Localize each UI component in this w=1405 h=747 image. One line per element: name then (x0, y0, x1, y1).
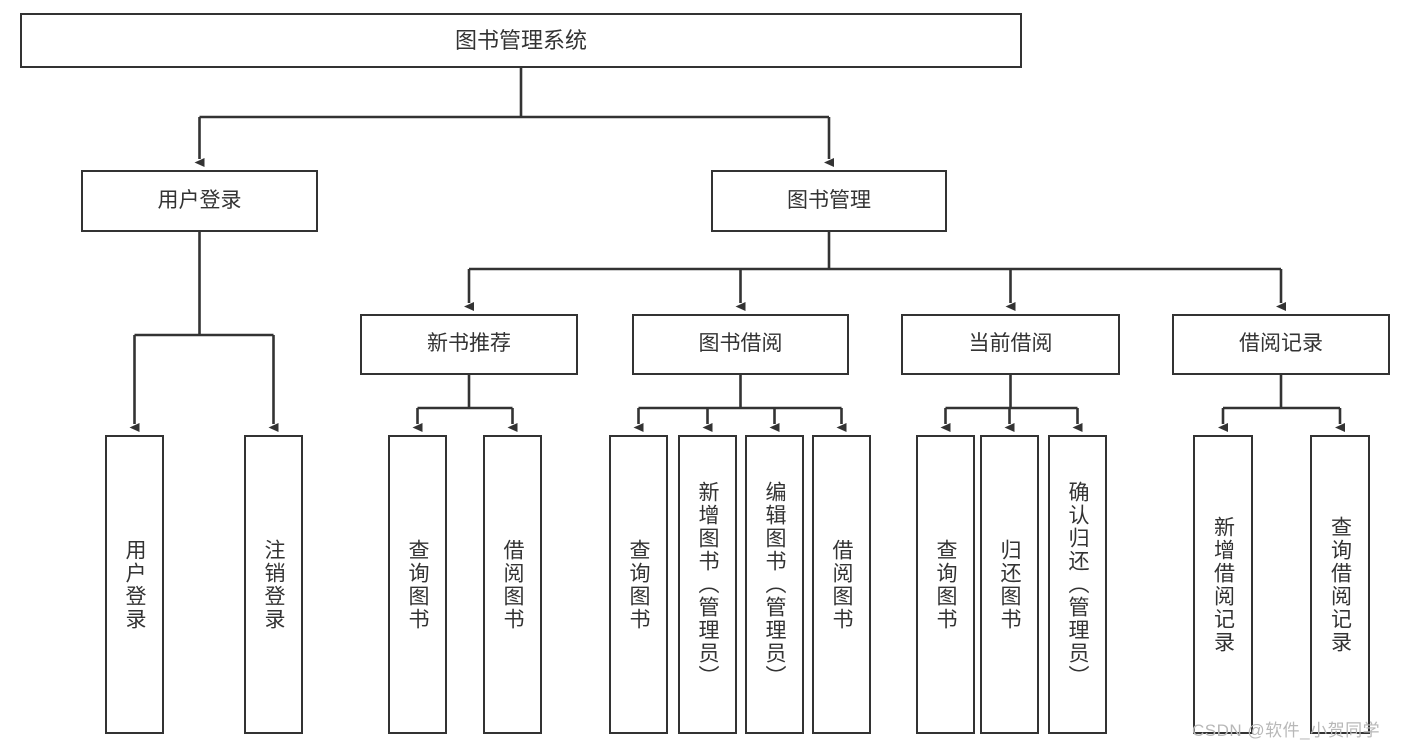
node-leaf-edit-book[interactable]: 编辑图书（管理员） (745, 435, 804, 734)
node-new-book-rec[interactable]: 新书推荐 (360, 314, 578, 375)
node-label-leaf-query-record: 查询借阅记录 (1328, 515, 1352, 654)
node-label-leaf-user-login: 用户登录 (123, 538, 146, 631)
node-label-leaf-query-book-c: 查询图书 (934, 538, 957, 631)
node-leaf-query-book-a[interactable]: 查询图书 (388, 435, 447, 734)
node-current-borrow[interactable]: 当前借阅 (901, 314, 1120, 375)
node-label-leaf-borrow-book-b: 借阅图书 (830, 538, 853, 631)
node-leaf-logout[interactable]: 注销登录 (244, 435, 303, 734)
node-label-leaf-add-record: 新增借阅记录 (1211, 515, 1235, 654)
node-leaf-borrow-book-b[interactable]: 借阅图书 (812, 435, 871, 734)
node-leaf-borrow-book-a[interactable]: 借阅图书 (483, 435, 542, 734)
node-user-login[interactable]: 用户登录 (81, 170, 318, 232)
node-label-leaf-edit-book: 编辑图书（管理员） (763, 481, 786, 688)
node-root[interactable]: 图书管理系统 (20, 13, 1022, 68)
node-label-leaf-query-book-b: 查询图书 (627, 538, 650, 631)
node-leaf-user-login[interactable]: 用户登录 (105, 435, 164, 734)
node-leaf-query-book-b[interactable]: 查询图书 (609, 435, 668, 734)
node-leaf-add-record[interactable]: 新增借阅记录 (1193, 435, 1253, 734)
node-leaf-query-record[interactable]: 查询借阅记录 (1310, 435, 1370, 734)
node-label-borrow-record: 借阅记录 (1239, 332, 1323, 356)
node-label-leaf-add-book: 新增图书（管理员） (696, 481, 719, 688)
node-book-borrow[interactable]: 图书借阅 (632, 314, 849, 375)
node-label-leaf-borrow-book-a: 借阅图书 (501, 538, 524, 631)
node-label-leaf-logout: 注销登录 (262, 538, 285, 631)
node-label-leaf-confirm-return: 确认归还（管理员） (1066, 481, 1089, 688)
node-book-manage[interactable]: 图书管理 (711, 170, 947, 232)
node-borrow-record[interactable]: 借阅记录 (1172, 314, 1390, 375)
node-label-user-login: 用户登录 (157, 188, 242, 212)
node-label-leaf-return-book: 归还图书 (998, 538, 1021, 631)
node-leaf-add-book[interactable]: 新增图书（管理员） (678, 435, 737, 734)
node-label-book-borrow: 图书借阅 (698, 332, 783, 356)
node-leaf-confirm-return[interactable]: 确认归还（管理员） (1048, 435, 1107, 734)
node-leaf-query-book-c[interactable]: 查询图书 (916, 435, 975, 734)
node-label-leaf-query-book-a: 查询图书 (406, 538, 429, 631)
node-label-new-book-rec: 新书推荐 (427, 332, 511, 356)
node-label-current-borrow: 当前借阅 (968, 332, 1053, 356)
node-leaf-return-book[interactable]: 归还图书 (980, 435, 1039, 734)
node-label-root: 图书管理系统 (454, 27, 587, 53)
node-label-book-manage: 图书管理 (787, 188, 871, 212)
